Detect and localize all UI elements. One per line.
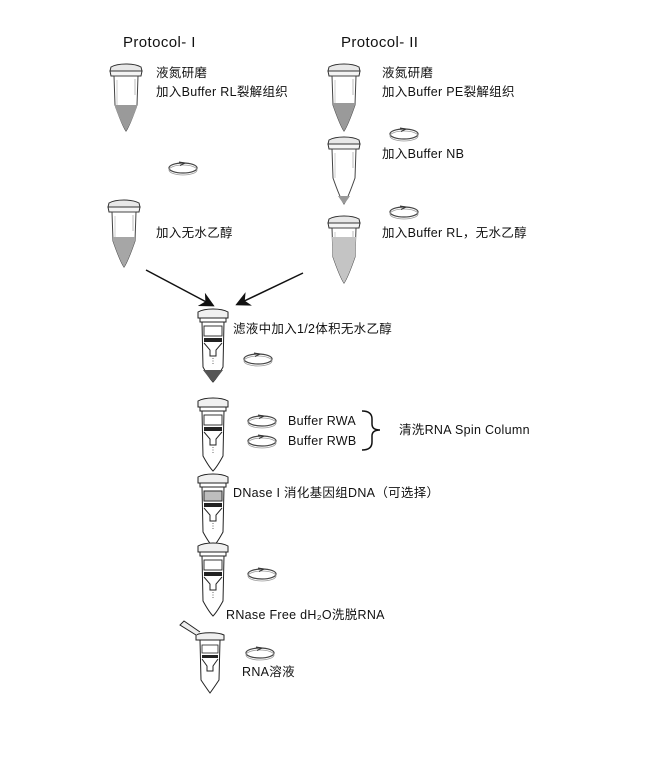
protocol2-step2: 加入Buffer NB (382, 147, 465, 161)
brace-icon (361, 410, 381, 451)
microcentrifuge-tube-icon (327, 63, 361, 132)
protocol1-step1-line2: 加入Buffer RL裂解组织 (156, 85, 289, 99)
protocol2-step1-line1: 液氮研磨 (382, 66, 434, 80)
filtrate-step: 滤液中加入1/2体积无水乙醇 (233, 322, 393, 336)
wash-step: 清洗RNA Spin Column (399, 423, 530, 437)
protocol2-title: Protocol- II (341, 34, 419, 51)
arrow-icon (145, 269, 215, 307)
centrifuge-icon (389, 127, 419, 142)
rna-solution: RNA溶液 (242, 665, 295, 679)
microcentrifuge-tube-icon (327, 136, 361, 205)
spin-column-icon (197, 397, 229, 472)
microcentrifuge-tube-icon (107, 199, 141, 268)
centrifuge-icon (168, 161, 198, 176)
protocol2-step3: 加入Buffer RL，无水乙醇 (382, 226, 527, 240)
protocol2-step1-line2: 加入Buffer PE裂解组织 (382, 85, 515, 99)
spin-column-icon (179, 620, 225, 694)
dnase-step: DNase I 消化基因组DNA（可选择） (233, 486, 440, 500)
centrifuge-icon (247, 567, 277, 582)
spin-column-icon (197, 542, 229, 617)
elute-step: RNase Free dH₂O洗脱RNA (226, 608, 385, 622)
centrifuge-icon (389, 205, 419, 220)
spin-column-icon (197, 473, 229, 548)
protocol1-step1-line1: 液氮研磨 (156, 66, 208, 80)
protocol1-step2: 加入无水乙醇 (156, 226, 233, 240)
centrifuge-icon (247, 414, 277, 429)
protocol1-title: Protocol- I (123, 34, 196, 51)
microcentrifuge-tube-icon (327, 215, 361, 284)
microcentrifuge-tube-icon (109, 63, 143, 132)
centrifuge-icon (245, 646, 275, 661)
buffer-rwa: Buffer RWA (288, 414, 357, 428)
centrifuge-icon (247, 434, 277, 449)
spin-column-icon (197, 308, 229, 383)
buffer-rwb: Buffer RWB (288, 434, 357, 448)
arrow-icon (235, 272, 304, 306)
centrifuge-icon (243, 352, 273, 367)
